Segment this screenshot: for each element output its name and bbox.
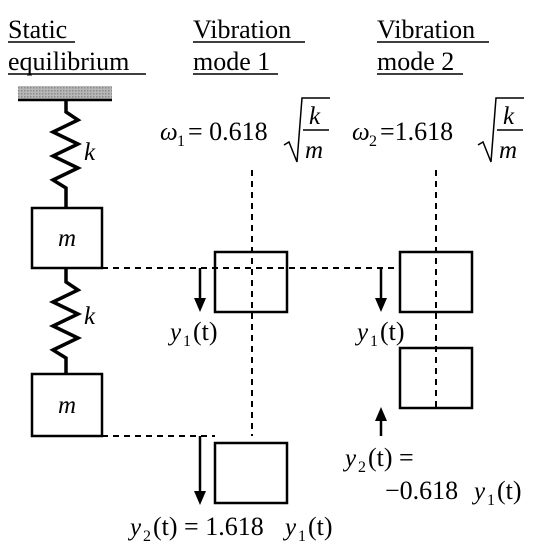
svg-text:y: y bbox=[282, 514, 297, 541]
mode-1-mass-2 bbox=[213, 441, 289, 505]
svg-text:(t) =: (t) = bbox=[368, 443, 414, 472]
omega-2-formula: ω 2 =1.618 k m bbox=[352, 97, 524, 164]
header-static-equilibrium: Static equilibrium bbox=[8, 15, 146, 76]
header-vibration-mode-1: Vibration mode 1 bbox=[193, 15, 305, 76]
svg-text:1: 1 bbox=[183, 333, 191, 350]
omega-1-subscript: 1 bbox=[177, 133, 185, 150]
omega-1-sqrt-sign bbox=[283, 97, 330, 163]
omega-1-denominator: m bbox=[305, 137, 323, 164]
omega-2-denominator: m bbox=[499, 137, 517, 164]
svg-text:(t): (t) bbox=[193, 317, 218, 346]
mode-1-mass-1 bbox=[213, 250, 289, 314]
omega-1-value: = 0.618 bbox=[188, 117, 268, 146]
svg-text:y: y bbox=[354, 319, 369, 346]
svg-text:1: 1 bbox=[298, 528, 306, 545]
omega-1-numerator: k bbox=[309, 103, 321, 130]
svg-text:y: y bbox=[471, 478, 486, 505]
mass-2 bbox=[30, 372, 104, 438]
svg-text:(t): (t) bbox=[380, 317, 405, 346]
mode-2-y2-label: y 2 (t) = −0.618 y 1 (t) bbox=[342, 443, 522, 509]
mode-1-y1-arrow bbox=[194, 268, 206, 312]
spring-1-k-label: k bbox=[84, 139, 96, 166]
omega-1-formula: ω 1 = 0.618 k m bbox=[160, 97, 330, 164]
mode-2-mass-1 bbox=[398, 250, 474, 314]
mode-2-y1-label: y 1 (t) bbox=[354, 317, 405, 350]
mode-2-y1-arrow bbox=[375, 268, 387, 312]
svg-text:y: y bbox=[167, 319, 182, 346]
svg-text:y: y bbox=[127, 514, 142, 541]
header-static-line1: Static bbox=[8, 15, 67, 44]
spring-2-k-label: k bbox=[84, 303, 96, 330]
svg-text:y: y bbox=[342, 445, 357, 472]
mass-1-label: m bbox=[58, 225, 76, 252]
spring-1 bbox=[48, 100, 83, 208]
fixed-support bbox=[18, 86, 112, 100]
header-mode2-line2: mode 2 bbox=[377, 47, 454, 76]
svg-text:2: 2 bbox=[358, 459, 366, 476]
svg-text:1: 1 bbox=[487, 492, 495, 509]
svg-text:(t): (t) bbox=[308, 512, 333, 541]
mass-2-label: m bbox=[58, 392, 76, 419]
header-mode1-line1: Vibration bbox=[193, 15, 291, 44]
svg-text:1: 1 bbox=[370, 333, 378, 350]
omega-2-numerator: k bbox=[503, 103, 515, 130]
svg-text:−0.618: −0.618 bbox=[385, 476, 458, 505]
omega-2-symbol: ω bbox=[352, 119, 370, 146]
mode-2-y2-arrow bbox=[375, 407, 387, 436]
header-mode2-line1: Vibration bbox=[377, 15, 475, 44]
header-static-line2: equilibrium bbox=[8, 47, 129, 76]
mode-1-y2-arrow bbox=[194, 436, 206, 505]
spring-2 bbox=[48, 268, 83, 374]
mode-1-y2-label: y 2 (t) = 1.618 y 1 (t) bbox=[127, 512, 333, 545]
omega-2-sqrt-sign bbox=[477, 97, 524, 163]
mode-1-y1-label: y 1 (t) bbox=[167, 317, 218, 350]
svg-text:(t) = 1.618: (t) = 1.618 bbox=[153, 512, 264, 541]
omega-1-symbol: ω bbox=[160, 119, 178, 146]
svg-text:(t): (t) bbox=[497, 476, 522, 505]
header-vibration-mode-2: Vibration mode 2 bbox=[377, 15, 489, 76]
omega-2-value: =1.618 bbox=[380, 117, 453, 146]
svg-text:2: 2 bbox=[143, 528, 151, 545]
omega-2-subscript: 2 bbox=[369, 133, 377, 150]
mode-2-mass-2 bbox=[398, 346, 474, 410]
header-mode1-line2: mode 1 bbox=[193, 47, 270, 76]
